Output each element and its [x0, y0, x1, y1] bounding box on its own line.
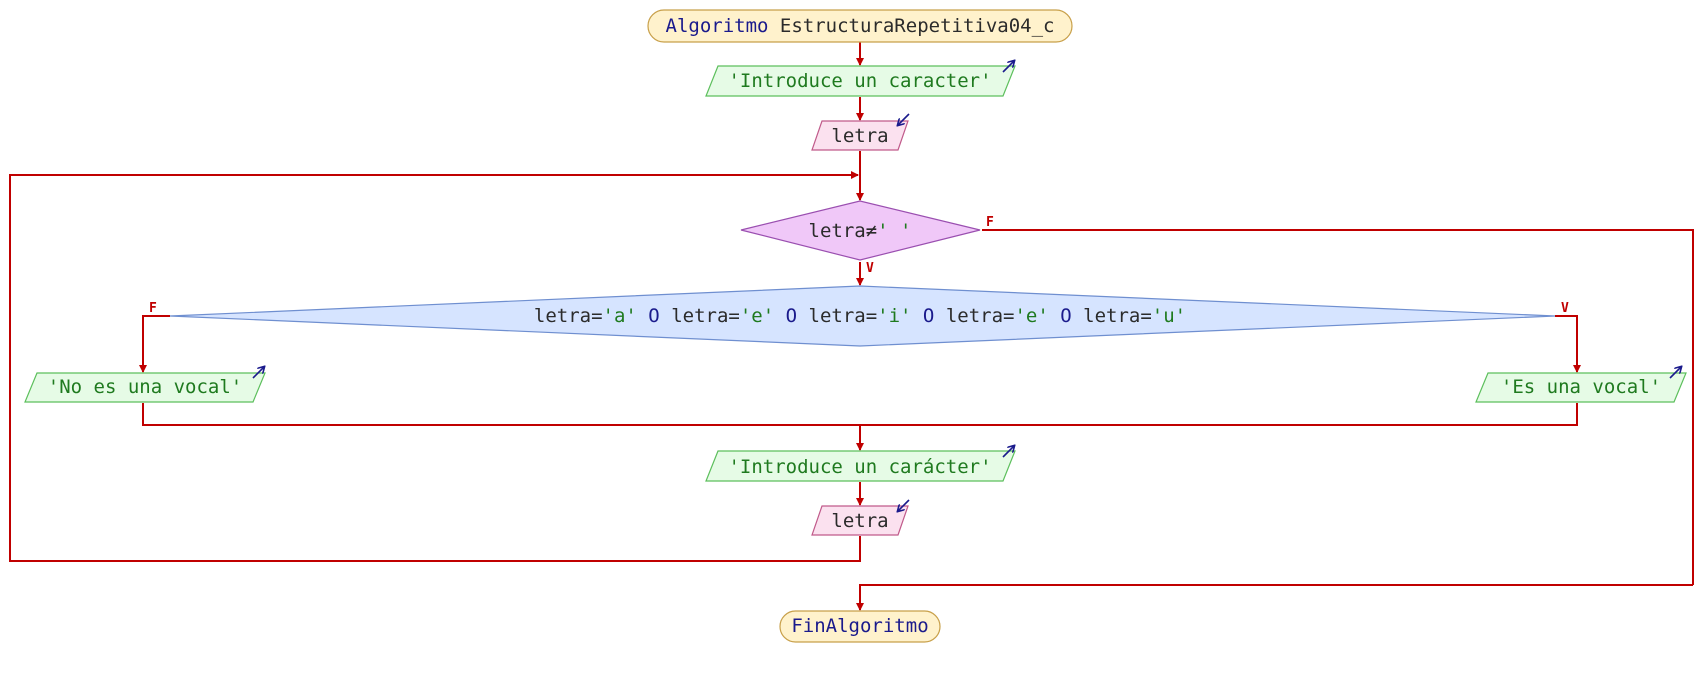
input-node-2: letra	[811, 499, 910, 536]
if-condition-part-12: letra	[946, 305, 1003, 327]
edge-loop-back	[9, 171, 861, 562]
loop-false-label: F	[986, 215, 994, 230]
edge-to-end	[856, 584, 1693, 611]
if-condition-part-2: 'a'	[603, 305, 637, 327]
start-node: Algoritmo EstructuraRepetitiva04_c	[647, 9, 1073, 43]
if-condition-part-8: letra	[809, 305, 866, 327]
input-arrow-icon	[898, 499, 910, 511]
output-true-text: 'Es una vocal'	[1501, 376, 1661, 398]
loop-condition-node: letra≠' '	[740, 200, 981, 261]
output1-text: 'Introduce un caracter'	[728, 70, 991, 92]
edge-if-true	[1555, 315, 1581, 373]
output-node-true: 'Es una vocal'	[1475, 367, 1687, 403]
edge-if-false	[139, 315, 170, 373]
output-node-1: 'Introduce un caracter'	[705, 61, 1016, 97]
end-keyword: FinAlgoritmo	[791, 615, 928, 637]
output-arrow-icon	[1669, 367, 1681, 379]
if-condition-part-9: =	[866, 305, 877, 327]
if-condition-part-0: letra	[534, 305, 591, 327]
if-condition-part-11: O	[911, 305, 945, 327]
loop-condition-literal: ' '	[877, 220, 911, 242]
if-condition-part-14: 'e'	[1014, 305, 1048, 327]
if-condition-part-5: =	[728, 305, 739, 327]
input1-var: letra	[831, 125, 888, 147]
svg-text:Algoritmo EstructuraRepetitiva: Algoritmo EstructuraRepetitiva04_c	[666, 15, 1055, 37]
loop-condition-var: letra	[809, 220, 866, 242]
if-condition-node: letra='a' O letra='e' O letra='i' O letr…	[169, 285, 1556, 347]
end-node: FinAlgoritmo	[779, 610, 941, 643]
edge-merge	[142, 403, 1578, 426]
if-condition-text: letra='a' O letra='e' O letra='i' O letr…	[534, 305, 1186, 327]
if-condition-part-10: 'i'	[877, 305, 911, 327]
output-node-2: 'Introduce un carácter'	[705, 446, 1016, 482]
output-false-text: 'No es una vocal'	[48, 376, 242, 398]
svg-text:letra≠' ': letra≠' '	[809, 220, 912, 242]
if-condition-part-17: =	[1140, 305, 1151, 327]
start-keyword: Algoritmo	[666, 15, 769, 37]
loop-condition-op: ≠	[866, 220, 877, 242]
if-condition-part-7: O	[774, 305, 808, 327]
if-condition-part-3: O	[637, 305, 671, 327]
output-arrow-icon	[252, 367, 264, 379]
if-condition-part-16: letra	[1083, 305, 1140, 327]
if-true-label: V	[1561, 301, 1569, 316]
if-condition-part-4: letra	[671, 305, 728, 327]
edge-loop-false	[982, 229, 1694, 585]
edges	[9, 42, 1694, 611]
input-arrow-icon	[898, 113, 910, 125]
output-node-false: 'No es una vocal'	[24, 367, 266, 403]
input-node-1: letra	[811, 113, 910, 151]
if-condition-part-15: O	[1049, 305, 1083, 327]
if-condition-part-18: 'u'	[1152, 305, 1186, 327]
if-condition-part-6: 'e'	[740, 305, 774, 327]
input2-var: letra	[831, 510, 888, 532]
output-arrow-icon	[1002, 446, 1014, 458]
output-arrow-icon	[1002, 61, 1014, 73]
loop-true-label: V	[866, 261, 874, 276]
algorithm-name: EstructuraRepetitiva04_c	[780, 15, 1055, 37]
if-false-label: F	[149, 301, 157, 316]
output2-text: 'Introduce un carácter'	[728, 456, 991, 478]
if-condition-part-1: =	[591, 305, 602, 327]
if-condition-part-13: =	[1003, 305, 1014, 327]
